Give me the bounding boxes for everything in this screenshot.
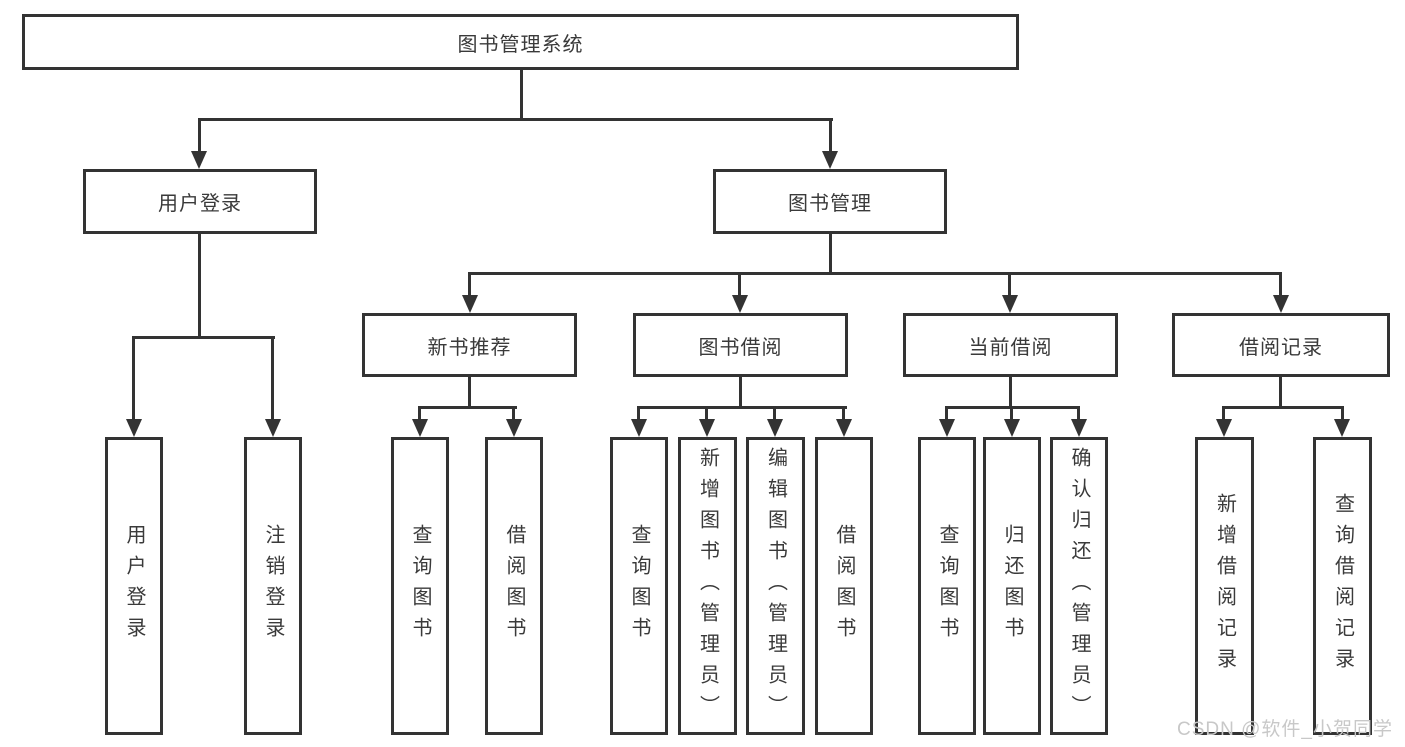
connector-user-login-stub — [198, 121, 201, 152]
node-leaf-newbook-borrow: 借阅图书 — [485, 437, 543, 735]
node-root: 图书管理系统 — [22, 14, 1019, 70]
node-section-current-borrow: 当前借阅 — [903, 313, 1118, 377]
node-book-management: 图书管理 — [713, 169, 947, 234]
node-leaf-current-confirm: 确认归还（管理员） — [1050, 437, 1108, 735]
arrowhead-newbook-child1 — [412, 419, 428, 437]
node-leaf-borrow-edit: 编辑图书（管理员） — [746, 437, 805, 735]
connector-section2-stub — [738, 275, 741, 297]
connector-section4-stub — [1279, 275, 1282, 297]
arrowhead-login-child1 — [126, 419, 142, 437]
arrowhead-current-child1 — [939, 419, 955, 437]
node-leaf-user-login: 用户登录 — [105, 437, 163, 735]
node-leaf-borrow-add-label: 新增图书（管理员） — [696, 446, 719, 726]
node-leaf-record-query: 查询借阅记录 — [1313, 437, 1372, 735]
arrowhead-section4 — [1273, 295, 1289, 313]
arrowhead-current-child2 — [1004, 419, 1020, 437]
connector-newbook-horizontal — [418, 406, 517, 409]
node-leaf-borrow-add: 新增图书（管理员） — [678, 437, 737, 735]
connector-current-child1-stub — [945, 409, 948, 421]
arrowhead-section2 — [732, 295, 748, 313]
connector-record-horizontal — [1222, 406, 1344, 409]
connector-record-child2-stub — [1341, 409, 1344, 421]
connector-section3-stub — [1008, 275, 1011, 297]
connector-record-child1-stub — [1222, 409, 1225, 421]
node-leaf-borrow-edit-label: 编辑图书（管理员） — [764, 446, 787, 726]
node-leaf-user-login-label: 用户登录 — [123, 524, 145, 648]
connector-current-child3-stub — [1077, 409, 1080, 421]
connector-current-drop — [1009, 376, 1012, 409]
connector-newbook-drop — [468, 376, 471, 409]
node-section-book-borrow-label: 图书借阅 — [698, 336, 783, 359]
connector-level3-horizontal — [468, 272, 1282, 275]
node-user-login: 用户登录 — [83, 169, 317, 234]
connector-current-horizontal — [945, 406, 1080, 409]
arrowhead-section3 — [1002, 295, 1018, 313]
connector-section1-stub — [468, 275, 471, 297]
node-leaf-borrow-query: 查询图书 — [610, 437, 668, 735]
connector-book-mgmt-drop — [829, 233, 832, 275]
connector-record-drop — [1279, 376, 1282, 409]
connector-borrow-child3-stub — [773, 409, 776, 421]
arrowhead-borrow-child3 — [767, 419, 783, 437]
node-user-login-label: 用户登录 — [158, 193, 242, 215]
node-leaf-newbook-borrow-label: 借阅图书 — [503, 524, 525, 648]
node-leaf-record-query-label: 查询借阅记录 — [1331, 493, 1354, 679]
connector-borrow-horizontal — [637, 406, 847, 409]
node-section-current-borrow-label: 当前借阅 — [968, 336, 1053, 359]
node-root-label: 图书管理系统 — [457, 33, 584, 56]
connector-book-mgmt-stub — [829, 121, 832, 152]
node-leaf-borrow-query-label: 查询图书 — [628, 524, 650, 648]
connector-level1-horizontal — [198, 118, 833, 121]
node-leaf-current-return-label: 归还图书 — [1001, 524, 1023, 648]
connector-newbook-child2-stub — [512, 409, 515, 421]
arrowhead-section1 — [462, 295, 478, 313]
node-section-new-book: 新书推荐 — [362, 313, 577, 377]
connector-newbook-child1-stub — [418, 409, 421, 421]
node-section-new-book-label: 新书推荐 — [427, 336, 512, 359]
node-leaf-logout: 注销登录 — [244, 437, 302, 735]
node-leaf-newbook-query: 查询图书 — [391, 437, 449, 735]
arrowhead-newbook-child2 — [506, 419, 522, 437]
arrowhead-borrow-child4 — [836, 419, 852, 437]
connector-login-child1-drop — [132, 339, 135, 421]
connector-borrow-child2-stub — [705, 409, 708, 421]
node-leaf-current-query: 查询图书 — [918, 437, 976, 735]
node-section-borrow-record: 借阅记录 — [1172, 313, 1390, 377]
arrowhead-record-child2 — [1334, 419, 1350, 437]
arrowhead-borrow-child2 — [699, 419, 715, 437]
connector-current-child2-stub — [1010, 409, 1013, 421]
connector-login-child2-drop — [271, 339, 274, 421]
node-leaf-borrow-borrow: 借阅图书 — [815, 437, 873, 735]
connector-user-login-children-horizontal — [132, 336, 275, 339]
arrowhead-login-child2 — [265, 419, 281, 437]
connector-user-login-drop — [198, 233, 201, 339]
watermark: CSDN @软件_小贺同学 — [1177, 719, 1393, 740]
arrowhead-current-child3 — [1071, 419, 1087, 437]
arrowhead-record-child1 — [1216, 419, 1232, 437]
node-leaf-record-add: 新增借阅记录 — [1195, 437, 1254, 735]
node-section-book-borrow: 图书借阅 — [633, 313, 848, 377]
node-leaf-logout-label: 注销登录 — [262, 524, 284, 648]
connector-borrow-drop — [739, 376, 742, 409]
connector-root-drop — [520, 69, 523, 121]
connector-borrow-child1-stub — [637, 409, 640, 421]
node-book-management-label: 图书管理 — [788, 193, 872, 215]
arrowhead-borrow-child1 — [631, 419, 647, 437]
node-leaf-record-add-label: 新增借阅记录 — [1213, 493, 1236, 679]
node-leaf-borrow-borrow-label: 借阅图书 — [833, 524, 855, 648]
arrowhead-user-login — [191, 151, 207, 169]
node-leaf-current-query-label: 查询图书 — [936, 524, 958, 648]
node-leaf-newbook-query-label: 查询图书 — [409, 524, 431, 648]
node-section-borrow-record-label: 借阅记录 — [1239, 336, 1323, 359]
connector-borrow-child4-stub — [842, 409, 845, 421]
arrowhead-book-mgmt — [822, 151, 838, 169]
node-leaf-current-return: 归还图书 — [983, 437, 1041, 735]
node-leaf-current-confirm-label: 确认归还（管理员） — [1068, 446, 1090, 726]
